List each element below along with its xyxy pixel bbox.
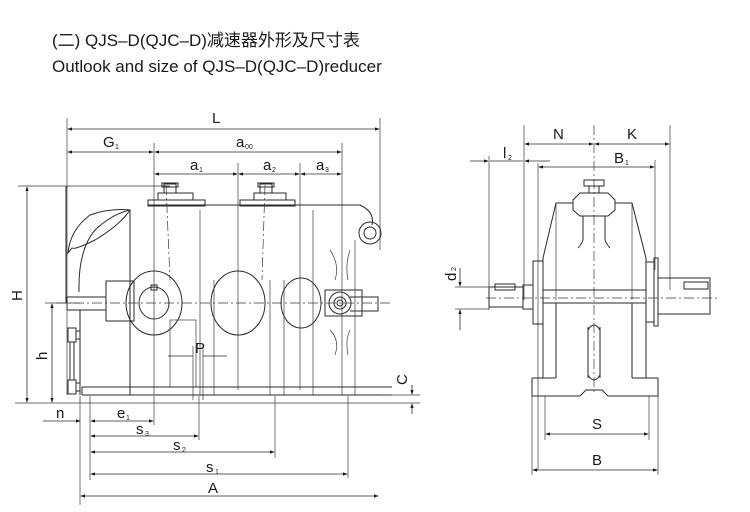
side-view-labels: N K l 2 B 1 d 2 S B	[443, 126, 637, 469]
label-l2: l	[503, 145, 506, 162]
label-P: P	[195, 340, 205, 357]
label-h: h	[34, 352, 51, 360]
svg-text:00: 00	[245, 144, 253, 151]
label-H: H	[9, 290, 26, 301]
svg-text:3: 3	[145, 431, 149, 438]
label-G1: G	[103, 134, 115, 151]
label-d2: d	[443, 273, 460, 281]
label-a0: a	[236, 134, 245, 151]
side-view	[455, 125, 720, 475]
label-e1: e	[117, 405, 125, 422]
label-a2: a	[263, 157, 272, 174]
label-s3: s	[136, 421, 144, 438]
front-view	[15, 118, 420, 505]
title-chinese: (二) QJS–D(QJC–D)减速器外形及尺寸表	[52, 31, 360, 50]
label-A: A	[208, 480, 218, 497]
svg-text:1: 1	[199, 167, 203, 174]
label-L: L	[212, 110, 220, 127]
svg-text:2: 2	[272, 167, 276, 174]
label-B: B	[592, 452, 602, 469]
svg-text:1: 1	[126, 415, 130, 422]
label-a3: a	[316, 157, 325, 174]
front-view-labels: L G 1 a 00 a 1 a 2 a 3 H h P C n e 1 s 3…	[9, 110, 411, 497]
svg-text:2: 2	[508, 155, 512, 162]
label-C: C	[394, 374, 411, 385]
label-N: N	[553, 126, 564, 143]
svg-text:3: 3	[325, 167, 329, 174]
svg-text:2: 2	[182, 447, 186, 454]
label-n: n	[56, 405, 64, 422]
svg-text:2: 2	[451, 267, 458, 271]
label-s1: s	[206, 459, 214, 476]
label-s2: s	[173, 437, 181, 454]
svg-text:1: 1	[215, 469, 219, 476]
label-K: K	[627, 126, 637, 143]
svg-text:1: 1	[115, 144, 119, 151]
label-B1: B	[614, 150, 624, 167]
title-english: Outlook and size of QJS–D(QJC–D)reducer	[52, 57, 382, 76]
label-S: S	[592, 416, 602, 433]
svg-text:1: 1	[625, 160, 629, 167]
label-a1: a	[190, 157, 199, 174]
